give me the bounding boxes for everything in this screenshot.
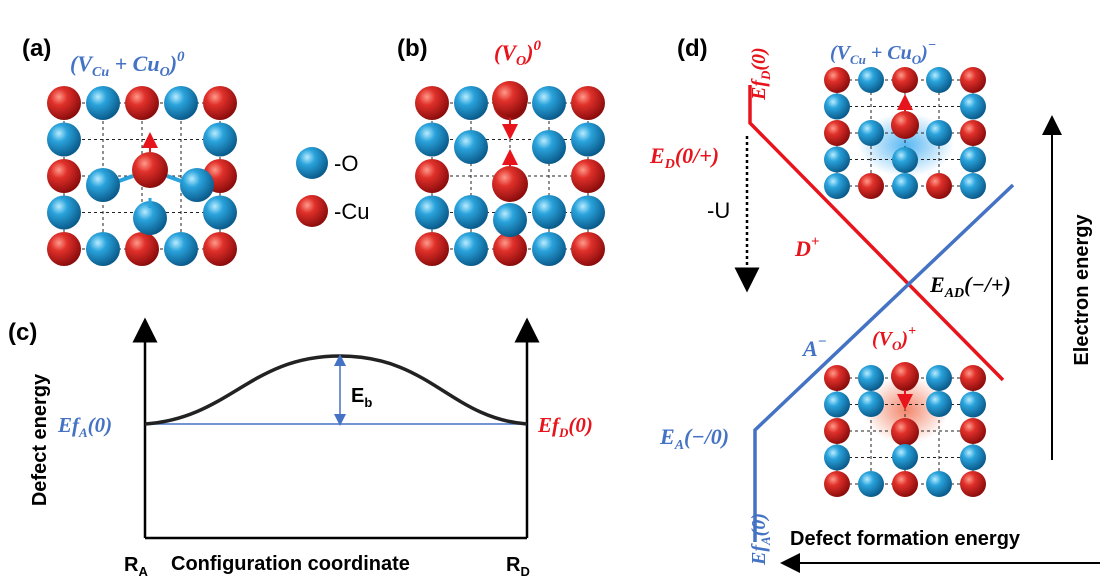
cu-atom — [203, 86, 237, 120]
cu-atom — [926, 173, 952, 199]
cu-atom — [571, 86, 605, 120]
o-atom — [86, 232, 120, 266]
panel-d-tag: (d) — [677, 35, 708, 62]
dplus-label: D+ — [794, 234, 819, 261]
lattice-d-top — [824, 67, 986, 199]
o-atom — [415, 195, 449, 230]
cu-atom — [858, 173, 884, 199]
cu-atom — [824, 365, 850, 391]
o-atom — [86, 86, 120, 120]
cu-atom — [125, 232, 159, 266]
o-atom — [415, 122, 449, 157]
o-atom — [164, 86, 198, 120]
cu-atom — [415, 232, 449, 266]
o-atom — [926, 471, 952, 497]
panel-d-ed-label: ED(0/+) — [649, 143, 719, 172]
panel-c-left-level: EfA(0) — [57, 413, 112, 440]
cu-atom — [571, 232, 605, 266]
o-atom — [824, 391, 850, 418]
o-atom — [203, 195, 237, 230]
cu-atom — [415, 159, 449, 193]
o-atom — [960, 146, 986, 173]
panel-c-left-end: RA — [124, 554, 148, 579]
lattice-b — [415, 81, 605, 266]
o-atom — [824, 93, 850, 120]
donor-line — [748, 85, 1005, 382]
o-atom — [858, 471, 884, 497]
panel-c-ylabel: Defect energy — [29, 373, 51, 506]
inset-bottom-title: (VO)+ — [872, 324, 916, 353]
inset-top-title: (VCu + CuO)− — [830, 38, 936, 67]
legend-cu-label: -Cu — [334, 199, 369, 224]
u-label: -U — [707, 198, 730, 223]
cu-atom — [960, 120, 986, 146]
electron-energy-label: Electron energy — [1071, 214, 1093, 366]
panel-d-ea-label: EA(−/0) — [659, 424, 729, 453]
panel-c-xlabel: Configuration coordinate — [171, 553, 410, 575]
cu-atom — [47, 86, 81, 120]
o-atom — [532, 232, 566, 266]
o-atom — [164, 232, 198, 266]
cu-atom — [960, 365, 986, 391]
lattice-d-bottom — [824, 362, 986, 497]
inset-bottom-glow — [864, 376, 948, 444]
legend-cu-atom — [296, 195, 328, 227]
o-atom — [960, 391, 986, 418]
panel-c-barrier-label: Eb — [351, 385, 372, 410]
o-atom — [960, 444, 986, 471]
panel-a-title: (VCu + CuO)0 — [70, 49, 185, 80]
o-atom — [47, 122, 81, 157]
panel-a: (a) (VCu + CuO)0 -O -Cu — [22, 35, 369, 266]
panel-b-tag: (b) — [397, 35, 428, 62]
cu-atom — [960, 471, 986, 497]
panel-c-energy-curve — [144, 354, 528, 426]
o-atom — [824, 444, 850, 471]
cu-atom — [203, 232, 237, 266]
panel-c-right-level: EfD(0) — [537, 413, 593, 440]
acceptor-line — [753, 183, 1015, 542]
o-atom — [47, 195, 81, 230]
cu-atom — [571, 159, 605, 193]
defect-formation-label: Defect formation energy — [790, 528, 1021, 550]
legend-o-atom — [296, 147, 328, 179]
panel-c: (c) Defect energy Eb EfA(0) EfD(0) RA Co… — [8, 317, 593, 579]
panel-d-bottom-label: EfA(0) — [748, 513, 773, 566]
o-atom — [824, 173, 850, 199]
panel-d: (d) EfD(0) ED(0/+) -U D+ EAD(−/+) A− EA(… — [649, 35, 1100, 573]
o-atom — [892, 173, 918, 199]
legend-o-label: -O — [334, 151, 358, 176]
lattice-a — [47, 86, 237, 266]
panel-c-tag: (c) — [8, 319, 37, 346]
cu-atom — [892, 471, 918, 497]
o-atom — [571, 122, 605, 157]
cu-atom — [960, 418, 986, 444]
o-atom — [858, 67, 884, 93]
cu-atom — [47, 159, 81, 193]
o-atom — [454, 232, 488, 266]
cu-atom — [47, 232, 81, 266]
cu-atom — [824, 67, 850, 93]
cu-atom — [892, 67, 918, 93]
cu-atom — [125, 86, 159, 120]
panel-c-right-end: RD — [506, 554, 530, 579]
cu-atom — [415, 86, 449, 120]
cu-atom — [824, 120, 850, 146]
cu-atom — [493, 232, 527, 266]
panel-b-title: (VO)0 — [494, 38, 541, 69]
o-atom — [824, 146, 850, 173]
ead-label: EAD(−/+) — [929, 272, 1011, 301]
o-atom — [571, 195, 605, 230]
cu-atom — [824, 471, 850, 497]
o-atom — [926, 67, 952, 93]
cu-atom — [960, 67, 986, 93]
o-atom — [203, 122, 237, 157]
panel-a-tag: (a) — [22, 35, 51, 62]
aminus-label: A− — [801, 334, 827, 361]
panel-b: (b) (VO)0 — [397, 35, 605, 266]
o-atom — [960, 173, 986, 199]
o-atom — [960, 93, 986, 120]
cu-atom — [824, 418, 850, 444]
